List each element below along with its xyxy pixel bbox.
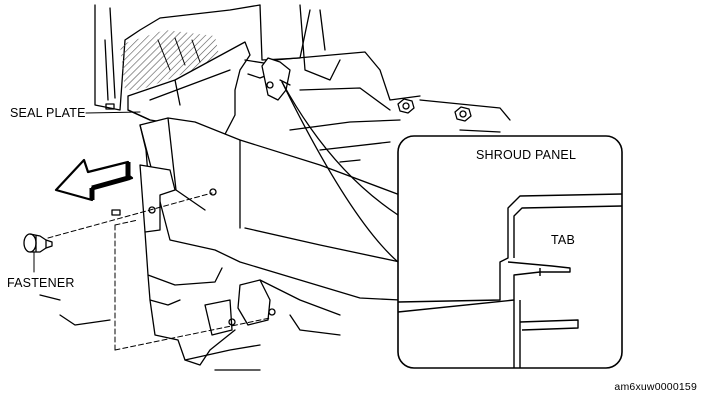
lower-left-frame	[39, 294, 111, 326]
bolt-heads	[397, 98, 472, 122]
tab-profile	[398, 261, 571, 313]
grille-hatching	[120, 30, 220, 90]
upper-clip	[261, 57, 291, 101]
removal-direction-arrow-icon	[54, 158, 134, 202]
shroud-panel-label: SHROUD PANEL	[476, 148, 577, 162]
figure-code: am6xuw0000159	[614, 381, 697, 393]
lower-bracket	[139, 164, 341, 371]
fastener-holes	[105, 103, 276, 326]
detail-leader-lines	[281, 81, 399, 263]
fastener-clip	[23, 233, 53, 253]
detail-inset	[397, 135, 623, 369]
vehicle-body-background	[94, 4, 511, 163]
seal-plate-label: SEAL PLATE	[10, 106, 86, 120]
shroud-panel-profile	[398, 193, 622, 303]
fastener-guide-lines	[47, 192, 271, 351]
tab-label: TAB	[551, 233, 575, 247]
fastener-label: FASTENER	[7, 276, 75, 290]
